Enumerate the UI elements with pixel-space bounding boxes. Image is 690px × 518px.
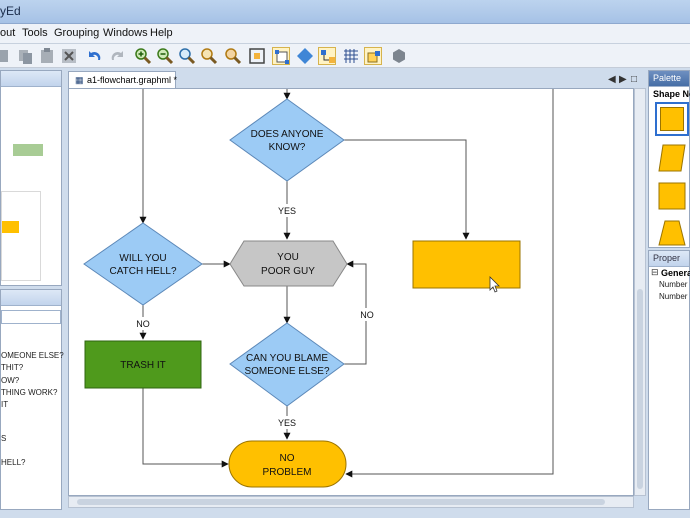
property-row[interactable]: Number [659,292,688,301]
delete-icon[interactable] [60,47,78,65]
node-label-line: SOMEONE ELSE? [244,366,329,377]
window-title: yEd [0,4,21,18]
properties-group-title[interactable]: Genera [661,268,690,278]
menu-grouping[interactable]: Grouping [54,27,100,39]
palette-title: Palette [653,73,682,83]
node-does-anyone-know[interactable]: DOES ANYONE KNOW? [229,98,345,182]
palette-shape-square[interactable] [657,181,687,211]
node-can-you-blame[interactable]: CAN YOU BLAME SOMEONE ELSE? [229,322,345,407]
overview-node-yellow [1,221,19,233]
overview-viewport[interactable] [1,191,41,281]
node-label-line: YOU [277,252,299,263]
node-label-line: POOR GUY [261,266,315,277]
zoom-area-icon[interactable] [200,47,218,65]
zoom-icon[interactable] [178,47,196,65]
question-item[interactable]: OW? [1,376,20,385]
edge-trash-to-noproblem [142,388,229,468]
menu-tools[interactable]: Tools [22,27,48,39]
question-item[interactable]: S [1,434,7,443]
horizontal-scrollbar[interactable] [68,496,634,508]
node-label-line: NO [280,453,295,464]
settings-icon[interactable] [390,47,408,65]
fit-content-icon[interactable] [248,47,266,65]
zoom-in-icon[interactable] [134,47,152,65]
node-label-line: CATCH HELL? [109,266,176,277]
node-trash-it[interactable]: TRASH IT [84,340,202,389]
menu-layout[interactable]: out [0,27,16,39]
node-label-line: TRASH IT [120,360,166,371]
flowchart[interactable]: YES NO NO YES DOES ANYONE KNOW? WILL YOU… [69,89,634,496]
select-icon[interactable] [272,47,290,65]
edge-label-yes-2: YES [278,418,296,428]
node-no-problem[interactable]: NO PROBLEM [228,440,347,488]
question-item[interactable]: OMEONE ELSE? [1,351,64,360]
zoom-selection-icon[interactable] [224,47,242,65]
overview-panel-header [1,71,61,87]
horizontal-scroll-thumb[interactable] [77,499,605,505]
node-label-line: PROBLEM [263,467,312,478]
properties-panel: Proper ⊟ Genera Number Number [648,250,690,510]
palette-shape-trapezoid[interactable] [657,219,687,247]
node-you-poor-guy[interactable]: YOU POOR GUY [229,240,348,287]
redo-icon[interactable] [108,47,126,65]
menu-bar: out Tools Grouping Windows Help [0,24,690,44]
vertical-scroll-thumb[interactable] [637,289,643,489]
node-label-line: WILL YOU [119,253,166,264]
questions-panel-header [1,290,61,306]
vertical-scrollbar[interactable] [634,88,646,496]
diagram-canvas[interactable]: YES NO NO YES DOES ANYONE KNOW? WILL YOU… [68,88,634,496]
question-item[interactable]: IT [1,400,9,409]
document-tab[interactable]: ▦ a1-flowchart.graphml * [68,71,178,88]
diamond-icon[interactable] [296,47,314,65]
overview-panel [0,70,62,286]
node-label-line: DOES ANYONE [251,129,324,140]
edge-label-no-1: NO [136,319,150,329]
tab-scroll-right-icon[interactable]: ▶ [619,74,627,85]
edge-know-to-box [344,139,470,240]
zoom-out-icon[interactable] [156,47,174,65]
node-will-you-catch-hell[interactable]: WILL YOU CATCH HELL? [83,222,203,306]
palette-section-title[interactable]: Shape No [653,89,690,99]
collapse-icon[interactable]: ⊟ [651,267,659,277]
edge-right-to-noproblem [345,89,554,478]
properties-header: Proper [649,251,689,267]
node-label-line: CAN YOU BLAME [246,353,328,364]
tab-list-icon[interactable]: □ [631,74,638,85]
property-row[interactable]: Number [659,280,688,289]
toolbar [0,44,690,68]
palette-shape-rectangle[interactable] [655,102,689,136]
question-item[interactable]: THING WORK? [1,388,58,397]
copy-icon[interactable] [16,47,34,65]
questions-filter-input[interactable] [1,310,61,324]
menu-windows[interactable]: Windows [103,27,148,39]
layout-icon[interactable] [318,47,336,65]
palette-header: Palette [649,71,689,87]
snap-icon[interactable] [364,47,382,65]
question-item[interactable]: THIT? [1,363,24,372]
node-label-line: KNOW? [269,142,306,153]
grid-icon[interactable] [342,47,360,65]
paste-icon[interactable] [38,47,56,65]
menu-help[interactable]: Help [150,27,173,39]
properties-title: Proper [653,253,681,263]
mouse-cursor-icon [489,276,500,293]
document-icon: ▦ [75,75,84,85]
question-item[interactable]: HELL? [1,458,26,467]
edge-label-no-2: NO [360,310,374,320]
palette-panel: Palette Shape No [648,70,690,248]
document-tab-label: a1-flowchart.graphml * [87,75,178,85]
tab-scroll-left-icon[interactable]: ◀ [608,74,616,85]
overview-node-green [13,144,43,156]
undo-icon[interactable] [86,47,104,65]
edge-label-yes-1: YES [278,206,296,216]
node-yellow-box[interactable] [412,240,521,289]
palette-shape-parallelogram[interactable] [657,143,687,173]
cut-icon[interactable] [0,47,12,65]
questions-panel: OMEONE ELSE? THIT? OW? THING WORK? IT S … [0,289,64,510]
title-bar: yEd [0,0,690,24]
